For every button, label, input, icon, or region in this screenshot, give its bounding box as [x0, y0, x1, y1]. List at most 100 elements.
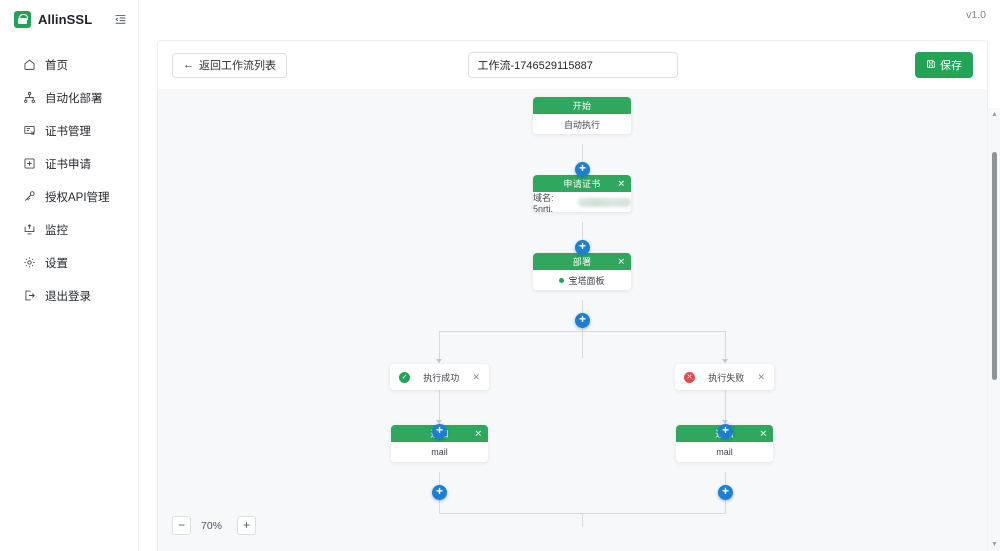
- version-label: v1.0: [966, 9, 986, 21]
- node-body-text: 域名: 5nrtj.: [533, 192, 554, 213]
- workflow-node-deploy[interactable]: 部署 ✕ 宝塔面板: [533, 253, 631, 290]
- connector-line: [582, 513, 583, 527]
- close-icon[interactable]: ✕: [472, 371, 480, 382]
- save-button-label: 保存: [940, 60, 962, 72]
- node-title: 开始: [572, 101, 592, 111]
- add-node-button[interactable]: +: [718, 485, 733, 500]
- redacted-domain-bar: [577, 197, 631, 207]
- brand-header: AllinSSL: [0, 0, 138, 38]
- brand-name: AllinSSL: [38, 11, 93, 27]
- error-circle-icon: ✕: [684, 371, 695, 383]
- node-body: 宝塔面板: [533, 270, 631, 290]
- sidebar-item-label: 证书管理: [45, 125, 91, 138]
- node-body: 域名: 5nrtj.: [533, 192, 631, 212]
- connector-arrow-icon: [436, 420, 442, 424]
- connector-line: [582, 300, 583, 358]
- back-to-list-button[interactable]: ← 返回工作流列表: [172, 52, 287, 78]
- add-node-button[interactable]: +: [432, 424, 447, 439]
- sidebar: AllinSSL 首页: [0, 0, 139, 551]
- plus-square-icon: [22, 157, 36, 171]
- scroll-down-icon[interactable]: ▼: [991, 541, 998, 548]
- connector-arrow-icon: [722, 420, 728, 424]
- certificate-icon: [22, 124, 36, 138]
- node-title: 部署: [572, 257, 592, 267]
- sidebar-item-label: 首页: [45, 59, 68, 72]
- flow-graph: 开始 自动执行 + 申请证书 ✕: [158, 89, 987, 551]
- logout-icon: [22, 289, 36, 303]
- workflow-node-apply-cert[interactable]: 申请证书 ✕ 域名: 5nrtj.: [533, 175, 631, 212]
- sidebar-item-logout[interactable]: 退出登录: [0, 279, 138, 312]
- gear-icon: [22, 256, 36, 270]
- top-bar: v1.0: [139, 0, 1000, 30]
- lock-icon: [14, 10, 31, 28]
- content-wrapper: ← 返回工作流列表 保存: [139, 30, 1000, 551]
- condition-label: 执行成功: [423, 372, 460, 383]
- sidebar-item-label: 设置: [45, 257, 68, 270]
- zoom-controls: − 70% +: [172, 516, 256, 535]
- status-dot-icon: [559, 277, 565, 283]
- close-icon[interactable]: ✕: [617, 256, 625, 266]
- add-node-button[interactable]: +: [432, 485, 447, 500]
- scrollbar-thumb[interactable]: [992, 152, 997, 380]
- sidebar-item-auto-deploy[interactable]: 自动化部署: [0, 81, 138, 114]
- sidebar-nav: 首页 自动化部署: [0, 38, 138, 312]
- zoom-level-label: 70%: [201, 519, 223, 532]
- workflow-toolbar: ← 返回工作流列表 保存: [158, 41, 987, 89]
- node-body-text: 宝塔面板: [568, 275, 605, 286]
- condition-node-success[interactable]: ✓ 执行成功 ✕: [390, 364, 489, 390]
- add-node-button[interactable]: +: [575, 313, 590, 328]
- connector-line: [439, 331, 440, 363]
- sidebar-item-monitor[interactable]: 监控: [0, 213, 138, 246]
- zoom-out-button[interactable]: −: [172, 516, 191, 535]
- check-circle-icon: ✓: [399, 371, 410, 383]
- save-button[interactable]: 保存: [915, 52, 973, 78]
- back-button-label: 返回工作流列表: [199, 60, 276, 72]
- key-icon: [22, 190, 36, 204]
- node-body: mail: [676, 442, 773, 462]
- close-icon[interactable]: ✕: [757, 371, 765, 382]
- node-body: mail: [391, 442, 488, 462]
- node-header: 部署 ✕: [533, 253, 631, 270]
- connector-line: [725, 390, 726, 424]
- workflow-panel: ← 返回工作流列表 保存: [157, 40, 988, 551]
- workflow-node-start[interactable]: 开始 自动执行: [533, 97, 631, 134]
- home-icon: [22, 58, 36, 72]
- sidebar-item-api-auth[interactable]: 授权API管理: [0, 180, 138, 213]
- node-body-text: mail: [716, 447, 733, 457]
- workflow-name-input[interactable]: [467, 52, 678, 78]
- menu-collapse-icon[interactable]: [112, 11, 128, 27]
- node-body-text: 自动执行: [563, 119, 600, 130]
- sidebar-item-label: 监控: [45, 224, 68, 237]
- deploy-icon: [22, 91, 36, 105]
- main-area: v1.0 ← 返回工作流列表: [139, 0, 1000, 551]
- sidebar-item-label: 自动化部署: [45, 92, 103, 105]
- node-header: 申请证书 ✕: [533, 175, 631, 192]
- node-title: 申请证书: [563, 179, 601, 189]
- node-header: 开始: [533, 97, 631, 114]
- connector-arrow-icon: [436, 359, 442, 363]
- sidebar-item-label: 退出登录: [45, 290, 91, 303]
- sidebar-item-home[interactable]: 首页: [0, 48, 138, 81]
- close-icon[interactable]: ✕: [617, 178, 625, 188]
- canvas-scrollbar[interactable]: ▲ ▼: [987, 108, 1000, 551]
- add-node-button[interactable]: +: [718, 424, 733, 439]
- add-node-button[interactable]: +: [575, 240, 590, 255]
- add-node-button[interactable]: +: [575, 162, 590, 177]
- node-body-text: mail: [431, 447, 448, 457]
- close-icon[interactable]: ✕: [759, 428, 767, 438]
- branch-split-line: [439, 331, 726, 332]
- sidebar-item-settings[interactable]: 设置: [0, 246, 138, 279]
- zoom-in-button[interactable]: +: [237, 516, 256, 535]
- sidebar-item-cert-manage[interactable]: 证书管理: [0, 114, 138, 147]
- scroll-up-icon[interactable]: ▲: [991, 111, 998, 118]
- sidebar-item-cert-apply[interactable]: 证书申请: [0, 147, 138, 180]
- condition-node-fail[interactable]: ✕ 执行失败 ✕: [675, 364, 774, 390]
- monitor-icon: [22, 223, 36, 237]
- connector-line: [439, 390, 440, 424]
- sidebar-item-label: 授权API管理: [45, 191, 110, 204]
- arrow-left-icon: ←: [183, 59, 194, 71]
- close-icon[interactable]: ✕: [474, 428, 482, 438]
- workflow-canvas[interactable]: 开始 自动执行 + 申请证书 ✕: [158, 89, 987, 551]
- condition-label: 执行失败: [708, 372, 745, 383]
